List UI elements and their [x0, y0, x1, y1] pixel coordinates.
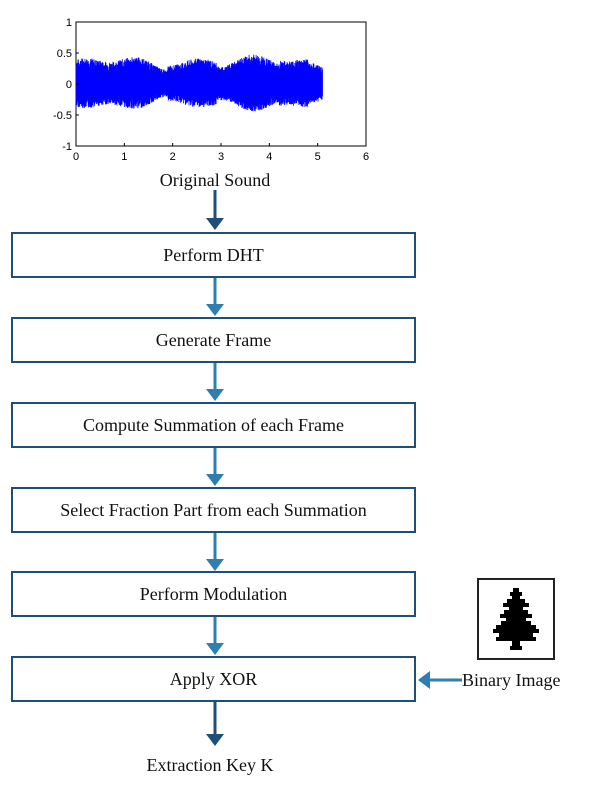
step-perform-dht: Perform DHT — [11, 232, 416, 278]
x-axis-ticks: 0 1 2 3 4 5 6 — [73, 143, 369, 163]
binary-image — [477, 578, 555, 660]
step-generate-frame: Generate Frame — [11, 317, 416, 363]
y-tick-label: -0.5 — [53, 110, 72, 122]
x-tick-label: 1 — [121, 151, 127, 163]
x-tick-label: 5 — [315, 151, 321, 163]
step-perform-modulation: Perform Modulation — [11, 571, 416, 617]
step-label: Perform Modulation — [139, 583, 288, 604]
step-label: Generate Frame — [155, 329, 272, 350]
arrow-down — [206, 278, 224, 316]
step-apply-xor: Apply XOR — [11, 656, 416, 702]
y-tick-label: 1 — [66, 17, 72, 29]
arrow-down — [206, 448, 224, 486]
waveform-plot: 0 1 2 3 4 5 6 1 0.5 0 -0.5 -1 — [53, 17, 369, 163]
arrow-down — [206, 190, 224, 230]
binary-image-label: Binary Image — [462, 670, 561, 690]
arrow-left — [418, 671, 462, 689]
y-tick-label: 0 — [66, 79, 72, 91]
y-tick-label: 0.5 — [57, 48, 72, 60]
arrow-down — [206, 533, 224, 571]
x-tick-label: 4 — [266, 151, 272, 163]
plot-caption: Original Sound — [159, 170, 271, 190]
x-tick-label: 0 — [73, 151, 79, 163]
x-tick-label: 3 — [218, 151, 224, 163]
y-axis-ticks: 1 0.5 0 -0.5 -1 — [53, 17, 79, 153]
step-label: Apply XOR — [169, 668, 258, 689]
y-tick-label: -1 — [62, 141, 72, 153]
step-label: Compute Summation of each Frame — [83, 414, 344, 435]
arrow-down — [206, 702, 224, 746]
tree-icon — [493, 588, 539, 650]
x-tick-label: 6 — [363, 151, 369, 163]
step-select-fraction: Select Fraction Part from each Summation — [11, 487, 416, 533]
output-label: Extraction Key K — [146, 755, 274, 775]
arrow-down — [206, 617, 224, 655]
step-compute-summation: Compute Summation of each Frame — [11, 402, 416, 448]
x-tick-label: 2 — [170, 151, 176, 163]
arrow-down — [206, 363, 224, 401]
step-label: Select Fraction Part from each Summation — [60, 499, 367, 520]
step-label: Perform DHT — [163, 244, 264, 265]
